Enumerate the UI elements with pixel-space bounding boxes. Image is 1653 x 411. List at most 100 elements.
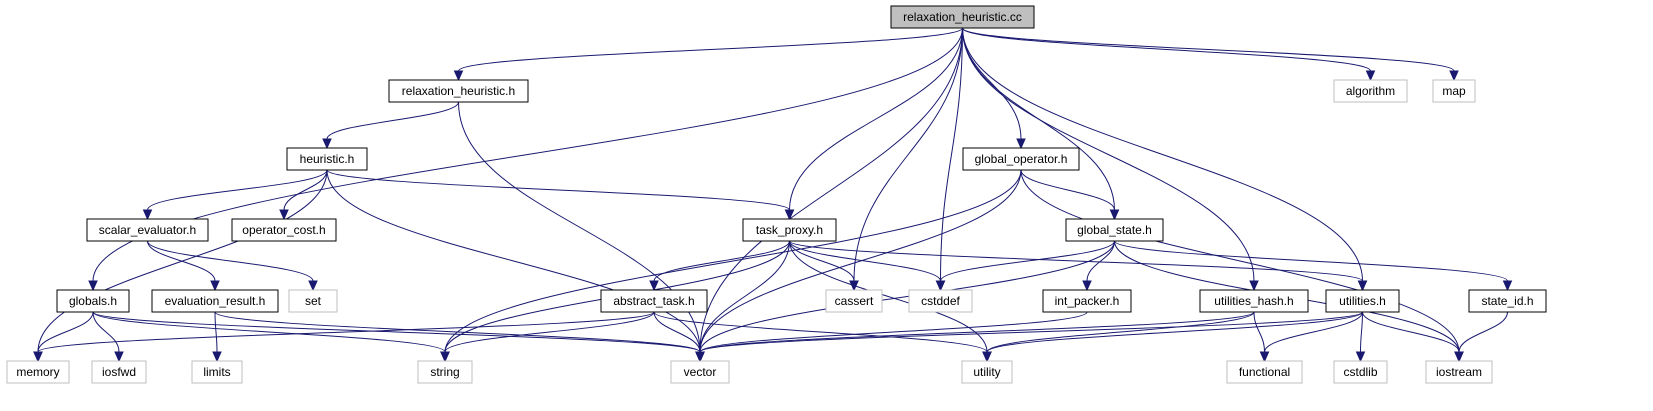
- node-box[interactable]: [1325, 289, 1400, 313]
- node-box[interactable]: [56, 289, 130, 313]
- node-cassert[interactable]: cassert: [825, 289, 883, 313]
- edge-globals_h-to-iosfwd: [92, 311, 124, 363]
- node-box[interactable]: [191, 360, 243, 384]
- node-box[interactable]: [890, 5, 1035, 29]
- edge-arrowhead: [1365, 70, 1376, 82]
- node-evaluation-result-h[interactable]: evaluation_result.h: [151, 289, 279, 313]
- node-box[interactable]: [286, 147, 368, 171]
- node-box[interactable]: [1432, 79, 1476, 103]
- node-box[interactable]: [1065, 218, 1164, 242]
- node-box[interactable]: [962, 147, 1080, 171]
- node-box[interactable]: [1042, 289, 1132, 313]
- edge-line: [699, 27, 963, 353]
- edge-relaxation_heuristic_cc-to-cassert: [849, 27, 963, 292]
- node-box[interactable]: [388, 79, 529, 103]
- node-label: cstdlib: [1343, 365, 1377, 379]
- edge-arrowhead: [33, 351, 43, 363]
- node-cstddef[interactable]: cstddef: [908, 289, 973, 313]
- edge-relaxation_heuristic_cc-to-relaxation_heuristic_h: [453, 27, 963, 82]
- edge-arrowhead: [1449, 70, 1459, 82]
- node-algorithm[interactable]: algorithm: [1333, 79, 1408, 103]
- node-relaxation-heuristic-cc[interactable]: relaxation_heuristic.cc: [890, 5, 1035, 29]
- edge-line: [653, 311, 988, 353]
- edge-task_proxy_h-to-utilities_h: [789, 240, 1368, 292]
- node-iosfwd[interactable]: iosfwd: [91, 360, 147, 384]
- node-box[interactable]: [86, 218, 209, 242]
- node-utilities-h[interactable]: utilities.h: [1325, 289, 1400, 313]
- node-label: relaxation_heuristic.h: [402, 84, 515, 98]
- edge-arrowhead: [1259, 351, 1270, 363]
- node-box[interactable]: [670, 360, 730, 384]
- edge-task_proxy_h-to-abstract_task_h: [649, 240, 790, 292]
- node-box[interactable]: [961, 360, 1013, 384]
- node-box[interactable]: [742, 218, 837, 242]
- node-iostream[interactable]: iostream: [1425, 360, 1493, 384]
- edge-arrowhead: [982, 351, 992, 363]
- node-cstdlib[interactable]: cstdlib: [1333, 360, 1388, 384]
- node-box[interactable]: [417, 360, 473, 384]
- node-relaxation-heuristic-h[interactable]: relaxation_heuristic.h: [388, 79, 529, 103]
- node-box[interactable]: [825, 289, 883, 313]
- node-box[interactable]: [288, 289, 338, 313]
- node-label: globals.h: [69, 294, 117, 308]
- edge-relaxation_heuristic_cc-to-map: [962, 27, 1459, 82]
- node-box[interactable]: [91, 360, 147, 384]
- node-string[interactable]: string: [417, 360, 473, 384]
- edge-line: [1458, 311, 1508, 353]
- node-global-state-h[interactable]: global_state.h: [1065, 218, 1164, 242]
- node-box[interactable]: [1468, 289, 1547, 313]
- node-box[interactable]: [600, 289, 708, 313]
- node-label: iostream: [1436, 365, 1482, 379]
- edge-heuristic_h-to-scalar_evaluator_h: [142, 169, 328, 221]
- node-label: operator_cost.h: [242, 223, 325, 237]
- node-task-proxy-h[interactable]: task_proxy.h: [742, 218, 837, 242]
- node-scalar-evaluator-h[interactable]: scalar_evaluator.h: [86, 218, 209, 242]
- node-box[interactable]: [1333, 360, 1388, 384]
- edge-line: [853, 27, 963, 282]
- node-operator-cost-h[interactable]: operator_cost.h: [231, 218, 337, 242]
- edge-line: [37, 311, 655, 353]
- edge-relaxation_heuristic_cc-to-globals_h: [88, 27, 963, 292]
- edge-relaxation_heuristic_cc-to-task_proxy_h: [784, 27, 963, 221]
- node-set[interactable]: set: [288, 289, 338, 313]
- node-box[interactable]: [1333, 79, 1408, 103]
- node-label: algorithm: [1346, 84, 1395, 98]
- node-utility[interactable]: utility: [961, 360, 1013, 384]
- edge-line: [326, 101, 459, 140]
- edge-line: [1114, 240, 1508, 282]
- edge-task_proxy_h-to-cassert: [789, 240, 859, 292]
- edge-arrowhead: [1016, 138, 1026, 150]
- node-vector[interactable]: vector: [670, 360, 730, 384]
- node-limits[interactable]: limits: [191, 360, 243, 384]
- edge-line: [789, 240, 988, 353]
- edge-line: [92, 311, 701, 353]
- node-state-id-h[interactable]: state_id.h: [1468, 289, 1547, 313]
- edge-line: [147, 240, 216, 282]
- node-box[interactable]: [1425, 360, 1493, 384]
- node-box[interactable]: [908, 289, 973, 313]
- edge-line: [699, 240, 1115, 353]
- node-box[interactable]: [1226, 360, 1303, 384]
- node-box[interactable]: [6, 360, 70, 384]
- node-label: cassert: [835, 294, 874, 308]
- node-global-operator-h[interactable]: global_operator.h: [962, 147, 1080, 171]
- node-heuristic-h[interactable]: heuristic.h: [286, 147, 368, 171]
- edge-arrowhead: [440, 351, 450, 363]
- node-map[interactable]: map: [1432, 79, 1476, 103]
- edge-line: [458, 101, 701, 353]
- node-utilities-hash-h[interactable]: utilities_hash.h: [1199, 289, 1309, 313]
- node-memory[interactable]: memory: [6, 360, 70, 384]
- node-box[interactable]: [151, 289, 279, 313]
- node-functional[interactable]: functional: [1226, 360, 1303, 384]
- edge-line: [699, 311, 1088, 353]
- node-abstract-task-h[interactable]: abstract_task.h: [600, 289, 708, 313]
- node-box[interactable]: [1199, 289, 1309, 313]
- node-box[interactable]: [231, 218, 337, 242]
- node-int-packer-h[interactable]: int_packer.h: [1042, 289, 1132, 313]
- edge-utilities_h-to-iostream: [1362, 311, 1464, 363]
- edge-relaxation_heuristic_cc-to-utilities_hash_h: [962, 27, 1259, 292]
- edge-line: [699, 169, 1022, 353]
- node-globals-h[interactable]: globals.h: [56, 289, 130, 313]
- edge-arrowhead: [1454, 351, 1464, 363]
- node-label: utilities.h: [1339, 294, 1386, 308]
